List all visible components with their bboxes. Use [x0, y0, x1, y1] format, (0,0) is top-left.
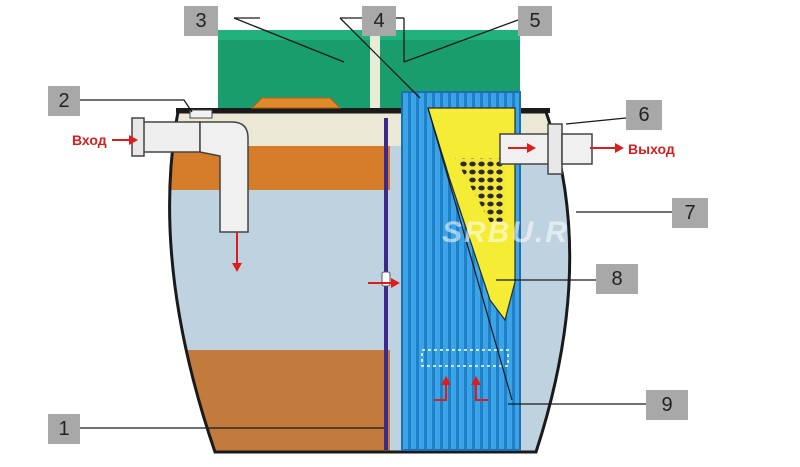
- inlet-label: Вход: [72, 132, 107, 148]
- tank-outline: [168, 110, 572, 454]
- inlet-pipe: [131, 117, 249, 233]
- lid-gap: [370, 30, 380, 110]
- lid-left: [218, 30, 370, 110]
- bottom-grid: [421, 349, 509, 367]
- seal-left: [250, 97, 342, 109]
- arrow-heads: [129, 135, 624, 385]
- callout-7: 7: [672, 198, 708, 228]
- outlet-pipe: [499, 123, 593, 175]
- filter-diagonal: [427, 107, 513, 401]
- watermark-text: SRBU.RU: [442, 216, 593, 249]
- callout-1: 1: [48, 414, 80, 444]
- flow-arrows: [112, 139, 618, 401]
- callout-5: 5: [518, 6, 552, 36]
- sludge-layer: [169, 350, 390, 452]
- tank-cover: [176, 108, 550, 113]
- callout-6: 6: [626, 100, 662, 130]
- leader-lines: [80, 17, 672, 429]
- biofilter-column: [401, 91, 521, 451]
- callout-4: 4: [362, 6, 396, 36]
- callout-8: 8: [596, 264, 638, 294]
- outlet-label: Выход: [628, 141, 675, 157]
- perforated-zone: [455, 158, 505, 222]
- vent-cap: [189, 109, 213, 119]
- callout-2: 2: [48, 86, 80, 116]
- callout-3: 3: [184, 6, 218, 36]
- callout-9: 9: [646, 390, 688, 420]
